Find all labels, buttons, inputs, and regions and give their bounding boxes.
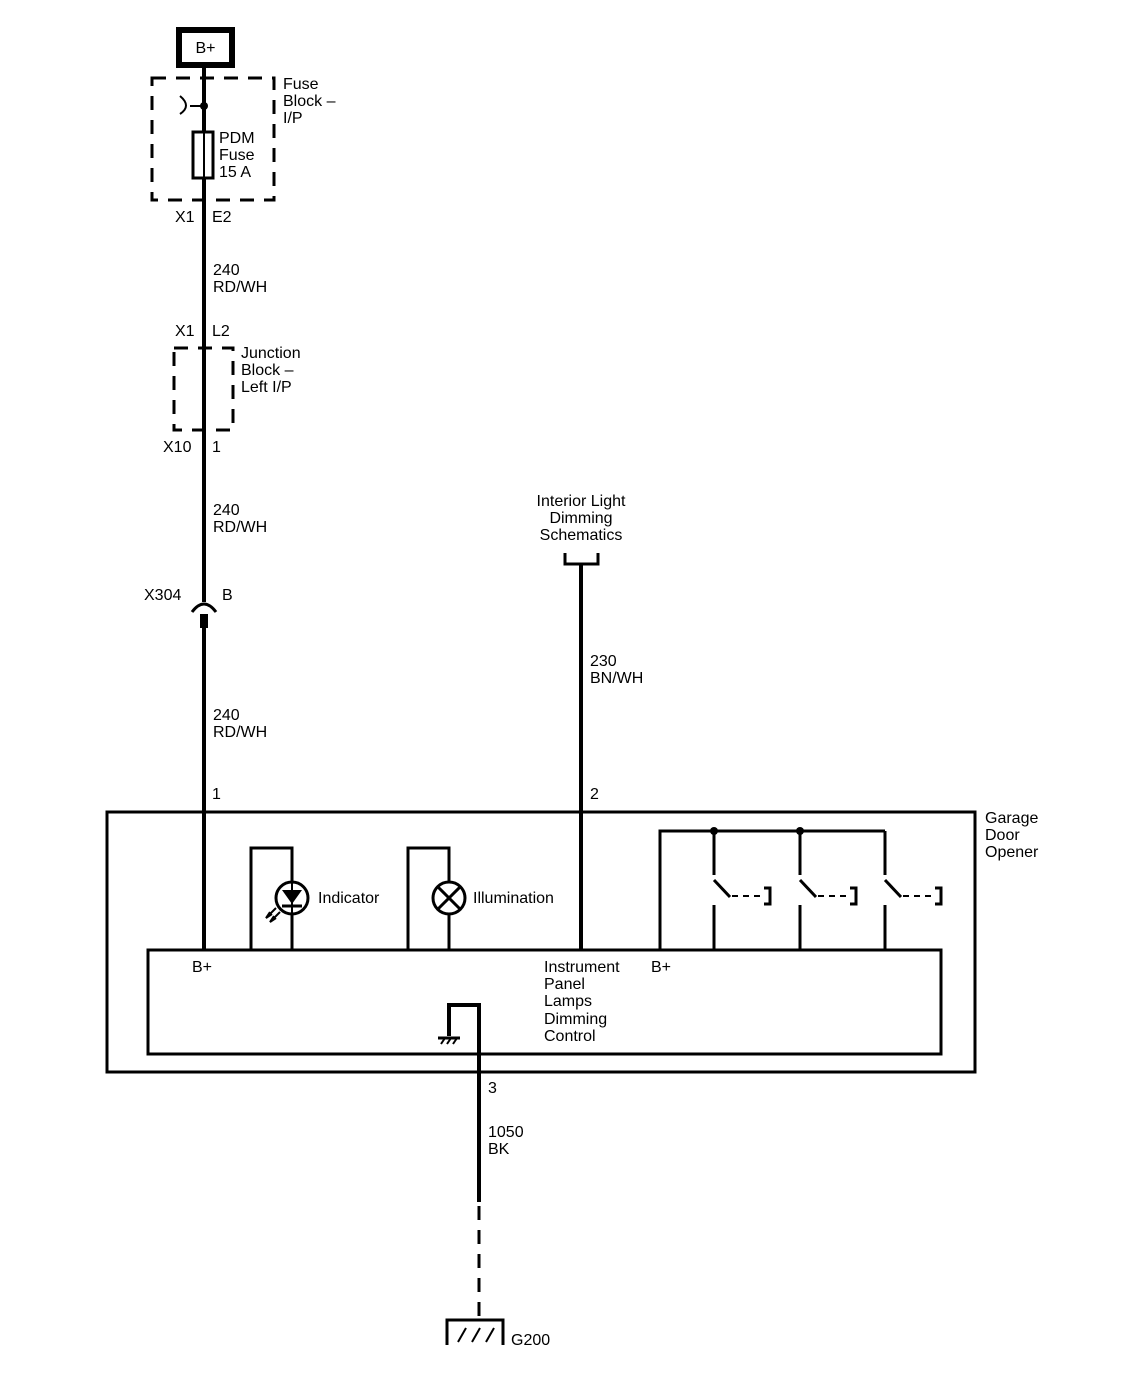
ground-label: G200 xyxy=(511,1332,550,1349)
ground-g200-icon xyxy=(445,1318,505,1345)
button-switch-2 xyxy=(798,831,858,950)
inline-connector: X304 xyxy=(144,587,181,604)
svg-text:PDM: PDM xyxy=(219,130,255,147)
svg-text:Left I/P: Left I/P xyxy=(241,379,292,396)
instrument-panel-dimming-label: Instrument Panel Lamps Dimming Control xyxy=(544,959,620,1045)
svg-text:Lamps: Lamps xyxy=(544,993,592,1010)
inline-connector-symbol xyxy=(190,602,218,613)
power-source: B+ xyxy=(176,27,235,68)
wire-b-circuit: 240 xyxy=(213,502,240,519)
fuse-block-outline xyxy=(150,76,276,202)
svg-text:Garage: Garage xyxy=(985,810,1038,827)
wire-d-color: BN/WH xyxy=(590,670,643,687)
svg-text:Dimming: Dimming xyxy=(544,1011,607,1028)
internal-ground-icon xyxy=(438,1003,481,1202)
bus-tab-icon xyxy=(179,95,204,115)
svg-text:Fuse: Fuse xyxy=(219,147,255,164)
junction-top-pin: L2 xyxy=(212,323,230,340)
fuse-block-title: Fuse Block – I/P xyxy=(283,76,336,127)
garage-door-opener-module xyxy=(105,810,977,1074)
svg-text:15 A: 15 A xyxy=(219,164,251,181)
svg-text:Panel: Panel xyxy=(544,976,585,993)
illumination-lamp-icon xyxy=(431,880,467,916)
junction-block-title: Junction Block – Left I/P xyxy=(241,345,301,396)
wire-e-color: BK xyxy=(488,1141,510,1158)
pdm-fuse-label: PDM Fuse 15 A xyxy=(219,130,255,181)
bplus-right-label: B+ xyxy=(651,959,671,976)
svg-text:Junction: Junction xyxy=(241,345,301,362)
svg-text:Block –: Block – xyxy=(241,362,294,379)
svg-text:Control: Control xyxy=(544,1028,596,1045)
switch-bank xyxy=(658,827,943,950)
wire-c-color: RD/WH xyxy=(213,724,267,741)
svg-text:Instrument: Instrument xyxy=(544,959,620,976)
illumination-label: Illumination xyxy=(473,890,554,907)
button-switch-1 xyxy=(712,831,772,950)
module-pin-1: 1 xyxy=(212,786,221,803)
svg-text:Opener: Opener xyxy=(985,844,1039,861)
dimming-schematic-reference[interactable]: Interior Light Dimming Schematics xyxy=(537,493,626,566)
wire-a-circuit: 240 xyxy=(213,262,240,279)
indicator-led-icon xyxy=(265,880,310,923)
junction-top-connector: X1 xyxy=(175,323,195,340)
svg-text:Block –: Block – xyxy=(283,93,336,110)
wire-e-circuit: 1050 xyxy=(488,1124,524,1141)
svg-text:Schematics: Schematics xyxy=(540,527,623,544)
svg-text:Interior Light: Interior Light xyxy=(537,493,626,510)
fuse-block-pin: E2 xyxy=(212,209,232,226)
fuse-block-connector: X1 xyxy=(175,209,195,226)
power-source-label: B+ xyxy=(195,40,215,57)
svg-text:Dimming: Dimming xyxy=(549,510,612,527)
dimming-control-box xyxy=(146,948,943,1056)
svg-text:I/P: I/P xyxy=(283,110,303,127)
module-pin-3: 3 xyxy=(488,1080,497,1097)
svg-text:Fuse: Fuse xyxy=(283,76,319,93)
wire-a-color: RD/WH xyxy=(213,279,267,296)
svg-text:Door: Door xyxy=(985,827,1020,844)
inline-pin: B xyxy=(222,587,233,604)
module-pin-2: 2 xyxy=(590,786,599,803)
junction-bottom-pin: 1 xyxy=(212,439,221,456)
wire-c-circuit: 240 xyxy=(213,707,240,724)
junction-bottom-connector: X10 xyxy=(163,439,192,456)
garage-door-opener-title: Garage Door Opener xyxy=(985,810,1039,861)
indicator-label: Indicator xyxy=(318,890,380,907)
button-switch-3 xyxy=(883,831,943,950)
bplus-left-label: B+ xyxy=(192,959,212,976)
wire-b-color: RD/WH xyxy=(213,519,267,536)
wire-d-circuit: 230 xyxy=(590,653,617,670)
